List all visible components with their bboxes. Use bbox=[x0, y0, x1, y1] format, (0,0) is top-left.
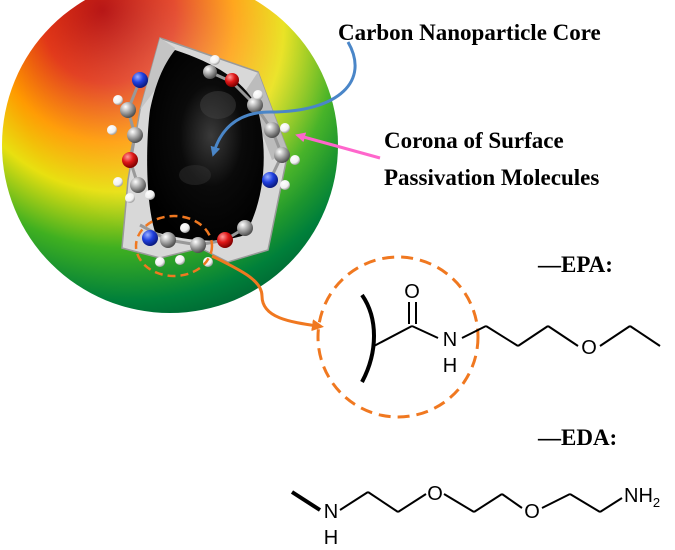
eda-label: —EDA: bbox=[537, 425, 617, 450]
epa-nitrogen: N bbox=[443, 329, 457, 351]
surface-bond-arc bbox=[360, 293, 376, 383]
eda-amine: NH2 bbox=[624, 485, 660, 510]
atoms bbox=[107, 55, 300, 267]
eda-hydrogen: H bbox=[324, 527, 338, 549]
carbon-core bbox=[147, 50, 264, 241]
epa-ether-oxygen: O bbox=[581, 337, 597, 359]
surface-bond-stub bbox=[290, 490, 322, 512]
zoom-source-circle bbox=[134, 214, 214, 278]
eda-oxygen-1: O bbox=[427, 483, 443, 505]
corona-label-line1: Corona of Surface bbox=[384, 128, 564, 153]
zoom-connector-arrow bbox=[211, 254, 324, 332]
epa-carbonyl-oxygen: O bbox=[404, 281, 420, 303]
zoom-detail-circle bbox=[316, 255, 480, 419]
corona-label-line2: Passivation Molecules bbox=[384, 165, 599, 190]
epa-structure bbox=[360, 293, 661, 383]
epa-atoms: O N H O bbox=[404, 281, 597, 377]
eda-atoms: N H O O NH2 bbox=[324, 483, 660, 549]
core-pointer-arrow bbox=[210, 41, 357, 157]
corona-pointer-arrow bbox=[295, 132, 381, 160]
eda-nitrogen: N bbox=[324, 501, 338, 523]
eda-structure bbox=[290, 490, 623, 513]
epa-label: —EPA: bbox=[537, 252, 613, 277]
core-label: Carbon Nanoparticle Core bbox=[338, 20, 601, 45]
epa-hydrogen: H bbox=[443, 355, 457, 377]
eda-oxygen-2: O bbox=[524, 501, 540, 523]
